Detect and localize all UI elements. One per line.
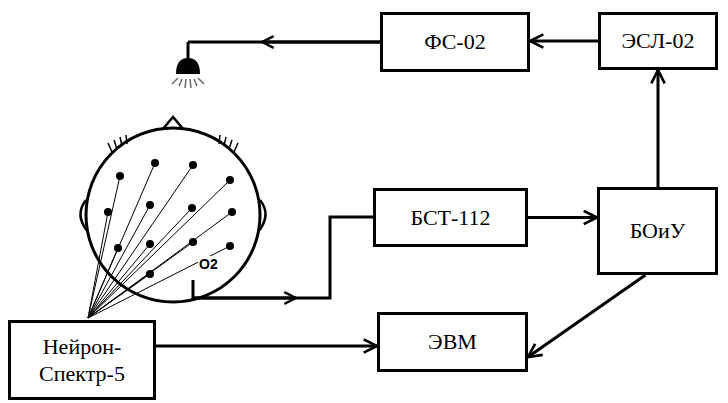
head-outline <box>80 117 265 302</box>
box-label: Нейрон- Спектр-5 <box>11 333 153 388</box>
electrode-leads <box>88 163 232 318</box>
eeg-device-box: Нейрон- Спектр-5 <box>8 320 156 400</box>
box-label: ЭВМ <box>428 328 477 356</box>
lamp-symbol <box>172 42 204 88</box>
o2-lead-arrow <box>193 297 296 300</box>
stimulator-box: ФС-02 <box>380 12 530 72</box>
box-label: ФС-02 <box>424 28 485 56</box>
box-label: ЭСЛ-02 <box>622 27 695 55</box>
signal-arrow <box>530 40 598 43</box>
signal-arrow <box>528 216 597 219</box>
light-arrow <box>262 41 380 44</box>
box-label: БСТ-112 <box>410 204 490 232</box>
amplifier-box: БСТ-112 <box>373 188 528 247</box>
signal-arrow <box>156 345 377 348</box>
light-wire <box>188 41 380 44</box>
computer-box: ЭВМ <box>377 312 528 372</box>
box-label: БОиУ <box>630 217 686 245</box>
signal-arrow <box>657 70 660 187</box>
electrode-dot <box>104 159 236 278</box>
electrode-label: O2 <box>198 256 219 272</box>
signal-arrow <box>528 275 645 357</box>
o2-lead <box>193 217 373 298</box>
control-box: ЭСЛ-02 <box>598 12 718 70</box>
interface-box: БОиУ <box>597 187 718 275</box>
